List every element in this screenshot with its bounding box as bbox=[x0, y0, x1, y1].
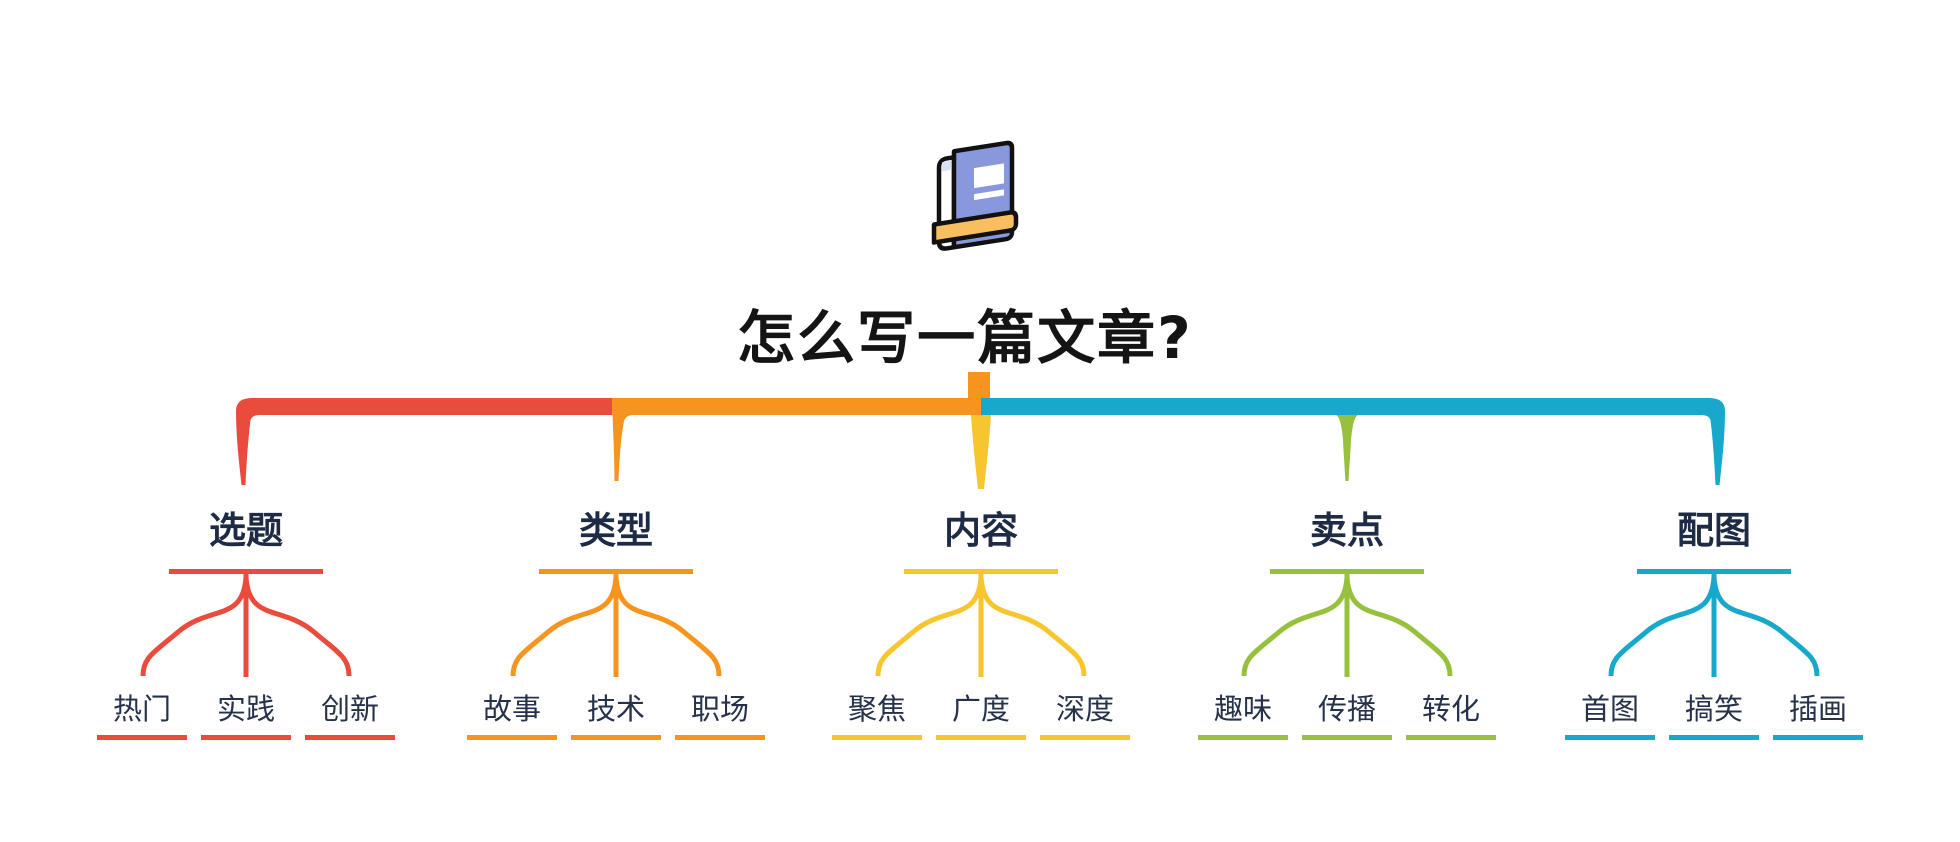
child-node-3-1[interactable]: 聚焦 bbox=[847, 692, 906, 726]
child-underline bbox=[832, 735, 922, 740]
fork-right-curve bbox=[978, 576, 1087, 677]
book-pages-top bbox=[942, 160, 953, 172]
fork-center-stem bbox=[613, 574, 619, 677]
child-node-2-1[interactable]: 故事 bbox=[482, 692, 541, 726]
book-cover-label bbox=[974, 163, 1004, 189]
main-bar-teal-with-stem bbox=[981, 398, 1725, 485]
book-cover-stripe bbox=[974, 189, 1004, 201]
fork-right-curve bbox=[1711, 576, 1820, 677]
mindmap-root-title[interactable]: 怎么写一篇文章? bbox=[737, 304, 1193, 372]
book-icon bbox=[931, 140, 1019, 251]
fork-left-curve bbox=[875, 576, 984, 677]
child-node-2-3[interactable]: 职场 bbox=[690, 692, 749, 726]
root-stub bbox=[968, 372, 990, 415]
fork-center-stem bbox=[1711, 574, 1717, 677]
child-underline bbox=[1302, 735, 1392, 740]
main-bar-red-with-stem bbox=[236, 398, 618, 485]
fork-center-stem bbox=[978, 574, 984, 677]
child-underline bbox=[936, 735, 1026, 740]
child-underline bbox=[1198, 735, 1288, 740]
child-underline bbox=[97, 735, 187, 740]
child-node-4-1[interactable]: 趣味 bbox=[1213, 692, 1272, 726]
child-node-5-3[interactable]: 插画 bbox=[1788, 692, 1847, 726]
child-node-2-2[interactable]: 技术 bbox=[586, 692, 645, 726]
fork-right-curve bbox=[243, 576, 352, 677]
branch-node-2[interactable]: 类型 bbox=[579, 509, 653, 552]
child-underline bbox=[571, 735, 661, 740]
fork-left-curve bbox=[510, 576, 619, 677]
child-node-3-3[interactable]: 深度 bbox=[1055, 692, 1114, 726]
book-band bbox=[931, 210, 1019, 245]
fork-right-curve bbox=[1344, 576, 1453, 677]
child-underline bbox=[1669, 735, 1759, 740]
node-underline bbox=[904, 569, 1058, 574]
fork-left-curve bbox=[1608, 576, 1717, 677]
child-node-4-2[interactable]: 传播 bbox=[1317, 692, 1376, 726]
fork-center-stem bbox=[1344, 574, 1350, 677]
fork-center-stem bbox=[243, 574, 249, 677]
fork-right-curve bbox=[613, 576, 722, 677]
branch-node-3[interactable]: 内容 bbox=[944, 509, 1018, 552]
child-node-4-3[interactable]: 转化 bbox=[1421, 692, 1480, 726]
fork-branch-5-curves bbox=[1608, 576, 1820, 677]
child-underline bbox=[305, 735, 395, 740]
child-node-5-2[interactable]: 搞笑 bbox=[1684, 692, 1743, 726]
fork-branch-2-curves bbox=[510, 576, 722, 677]
child-node-1-2[interactable]: 实践 bbox=[216, 692, 275, 726]
node-underline bbox=[1270, 569, 1424, 574]
stem-green bbox=[1336, 415, 1358, 481]
child-underline bbox=[1406, 735, 1496, 740]
child-node-1-3[interactable]: 创新 bbox=[320, 692, 379, 726]
child-node-3-2[interactable]: 广度 bbox=[951, 692, 1010, 726]
child-node-5-1[interactable]: 首图 bbox=[1580, 692, 1639, 726]
node-underline bbox=[1637, 569, 1791, 574]
node-underline bbox=[539, 569, 693, 574]
branch-node-1[interactable]: 选题 bbox=[209, 509, 283, 552]
branch-node-5[interactable]: 配图 bbox=[1677, 509, 1751, 552]
child-underline bbox=[467, 735, 557, 740]
child-underline bbox=[1040, 735, 1130, 740]
child-underline bbox=[1565, 735, 1655, 740]
child-node-1-1[interactable]: 热门 bbox=[112, 692, 171, 726]
fork-branch-3-curves bbox=[875, 576, 1087, 677]
main-bar-orange bbox=[612, 398, 981, 415]
fork-left-curve bbox=[1241, 576, 1350, 677]
fork-left-curve bbox=[140, 576, 249, 677]
fork-branch-1-curves bbox=[140, 576, 352, 677]
child-underline bbox=[1773, 735, 1863, 740]
branch-node-4[interactable]: 卖点 bbox=[1310, 509, 1384, 552]
stem-yellow bbox=[971, 415, 991, 489]
book-icon-group bbox=[931, 140, 1019, 251]
child-underline bbox=[201, 735, 291, 740]
node-underline bbox=[169, 569, 323, 574]
child-underline bbox=[675, 735, 765, 740]
fork-branch-4-curves bbox=[1241, 576, 1453, 677]
stem-orange bbox=[612, 398, 632, 481]
